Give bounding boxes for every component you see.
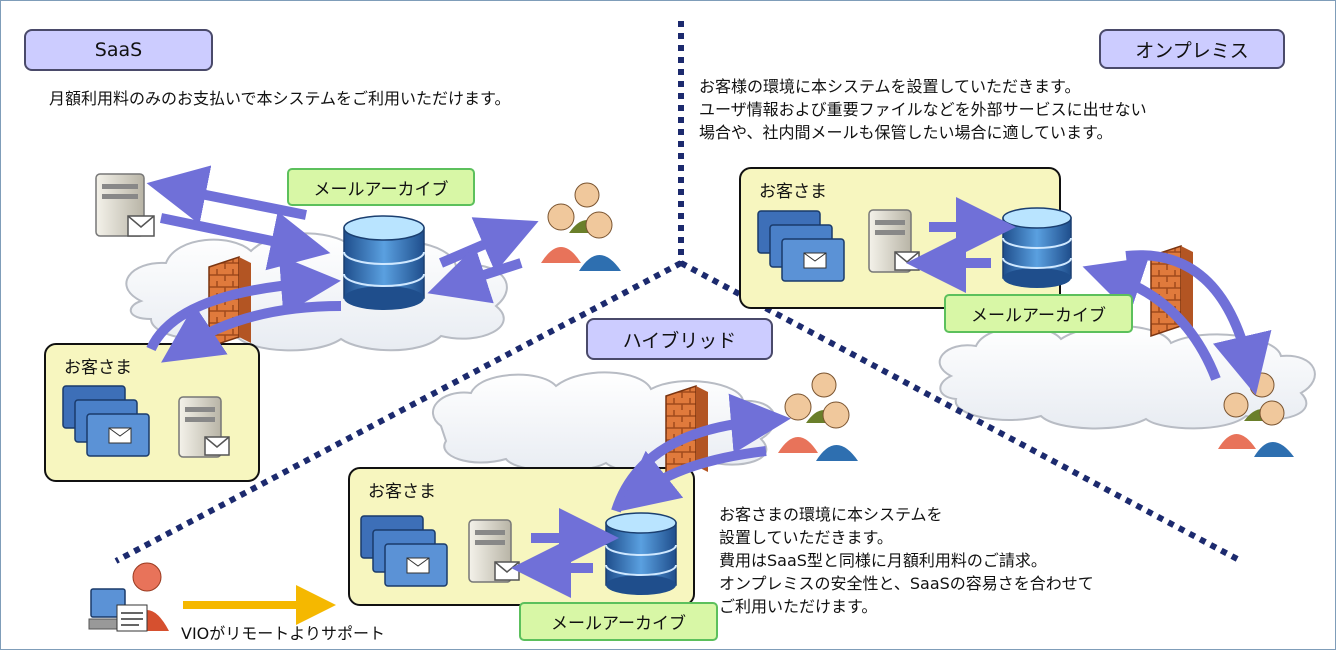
- support-staff-icon: [88, 562, 169, 632]
- hybrid-description: お客さまの環境に本システムを 設置していただきます。 費用はSaaS型と同様に月…: [719, 503, 1094, 618]
- server-icon: [868, 209, 920, 273]
- users-icon: [1218, 372, 1294, 457]
- saas-title: SaaS: [24, 29, 213, 71]
- hybrid-description-line: お客さまの環境に本システムを: [719, 505, 943, 524]
- hybrid-customer-label: お客さま: [368, 482, 436, 502]
- database-icon: [605, 512, 677, 595]
- onpremise-arrows: [906, 197, 1272, 396]
- database-icon: [1002, 207, 1072, 288]
- hybrid-description-line: ご利用いただけます。: [719, 597, 878, 616]
- support-label: VIOがリモートよりサポート: [181, 624, 385, 643]
- server-icon: [178, 396, 230, 458]
- divider-lines: [114, 21, 1243, 564]
- monitor-stack-icon: [757, 210, 845, 282]
- hybrid-description-line: 費用はSaaS型と同様に月額利用料のご請求。: [719, 551, 1047, 570]
- users-icon: [541, 182, 621, 271]
- hybrid-archive-label: メールアーカイブ: [519, 602, 718, 641]
- hybrid-title: ハイブリッド: [586, 318, 773, 360]
- server-icon: [468, 519, 520, 583]
- saas-arrows: [146, 165, 539, 363]
- saas-description: 月額利用料のみのお支払いで本システムをご利用いただけます。: [49, 89, 511, 108]
- onpremise-title: オンプレミス: [1099, 29, 1285, 69]
- hybrid-arrows: [511, 393, 791, 598]
- saas-archive-label: メールアーカイブ: [287, 168, 475, 206]
- server-icon: [95, 173, 155, 237]
- onpremise-archive-label: メールアーカイブ: [944, 294, 1133, 333]
- onpremise-customer-label: お客さま: [759, 182, 827, 202]
- database-icon: [343, 215, 425, 310]
- onpremise-description-line: 場合や、社内間メールも保管したい場合に適しています。: [699, 123, 1113, 142]
- saas-customer-label: お客さま: [64, 358, 132, 378]
- users-icon: [778, 372, 858, 461]
- onpremise-description: お客様の環境に本システムを設置していただきます。 ユーザ情報および重要ファイルな…: [699, 75, 1147, 144]
- monitor-stack-icon: [62, 385, 150, 457]
- onpremise-description-line: お客様の環境に本システムを設置していただきます。: [699, 77, 1081, 96]
- hybrid-description-line: 設置していただきます。: [719, 528, 893, 547]
- monitor-stack-icon: [360, 515, 448, 587]
- hybrid-description-line: オンプレミスの安全性と、SaaSの容易さを合わせて: [719, 574, 1094, 593]
- onpremise-description-line: ユーザ情報および重要ファイルなどを外部サービスに出せない: [699, 100, 1147, 119]
